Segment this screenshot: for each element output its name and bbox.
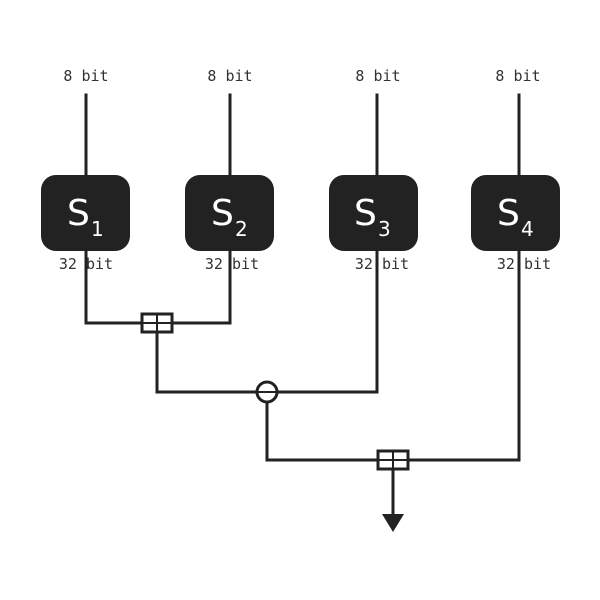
input-label-s2: 8 bit: [207, 67, 252, 85]
input-label-s1: 8 bit: [63, 67, 108, 85]
merge-wire-s3: [155, 248, 379, 394]
sbox-1: S 1: [41, 175, 130, 251]
sbox-3-body: [329, 175, 418, 251]
xor-operator: [255, 380, 279, 404]
sbox-4-index: 4: [521, 217, 534, 241]
addition-operator-1: [140, 312, 174, 334]
sbox-3-index: 3: [378, 217, 391, 241]
sbox-4: S 4: [471, 175, 560, 251]
sbox-4-body: [471, 175, 560, 251]
addition-operator-2: [376, 449, 410, 471]
sbox-3: S 3: [329, 175, 418, 251]
sbox-2: S 2: [185, 175, 274, 251]
sbox-3-letter: S: [354, 193, 377, 234]
sbox-1-index: 1: [91, 217, 104, 241]
sbox-1-letter: S: [67, 193, 90, 234]
sbox-1-body: [41, 175, 130, 251]
sbox-4-letter: S: [497, 193, 520, 234]
sbox-2-body: [185, 175, 274, 251]
merge-wire-s4: [265, 248, 521, 462]
input-label-s4: 8 bit: [495, 67, 540, 85]
sbox-2-index: 2: [235, 217, 248, 241]
input-label-s3: 8 bit: [355, 67, 400, 85]
sbox-2-letter: S: [211, 193, 234, 234]
output-arrow-icon: [382, 514, 404, 532]
output-label-s3: 32 bit: [355, 255, 409, 273]
output-label-s2: 32 bit: [205, 255, 259, 273]
output-label-s4: 32 bit: [497, 255, 551, 273]
output-label-s1: 32 bit: [59, 255, 113, 273]
